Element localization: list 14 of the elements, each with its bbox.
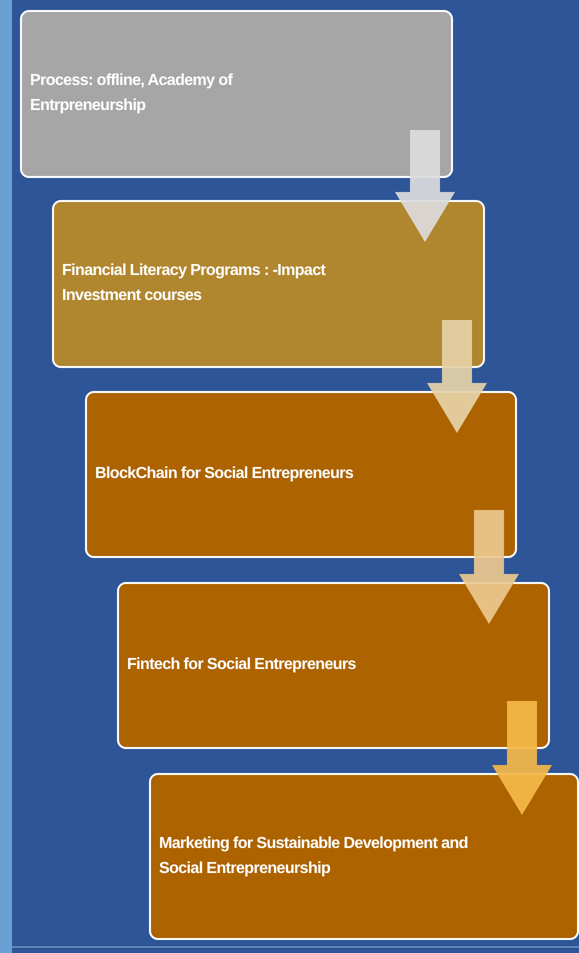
- process-box: [85, 391, 517, 558]
- process-box: [149, 773, 579, 940]
- process-box: [117, 582, 550, 749]
- process-box: [20, 10, 453, 178]
- block-arrow: [427, 320, 487, 433]
- process-box: [52, 200, 485, 368]
- block-arrow: [459, 510, 519, 624]
- step-text: Process: offline, Academy of Entrpreneurship: [30, 71, 234, 116]
- step-text: Financial Literacy Programs : -Impact Investment courses: [62, 261, 327, 306]
- step-text: BlockChain for Social Entrepreneurs: [95, 464, 354, 484]
- step-text: Marketing for Sustainable Development and Social Entrepreneurship: [159, 834, 469, 878]
- block-arrow: [492, 701, 552, 815]
- step-text: Fintech for Social Entrepreneurs: [127, 655, 356, 676]
- block-arrow: [395, 130, 455, 242]
